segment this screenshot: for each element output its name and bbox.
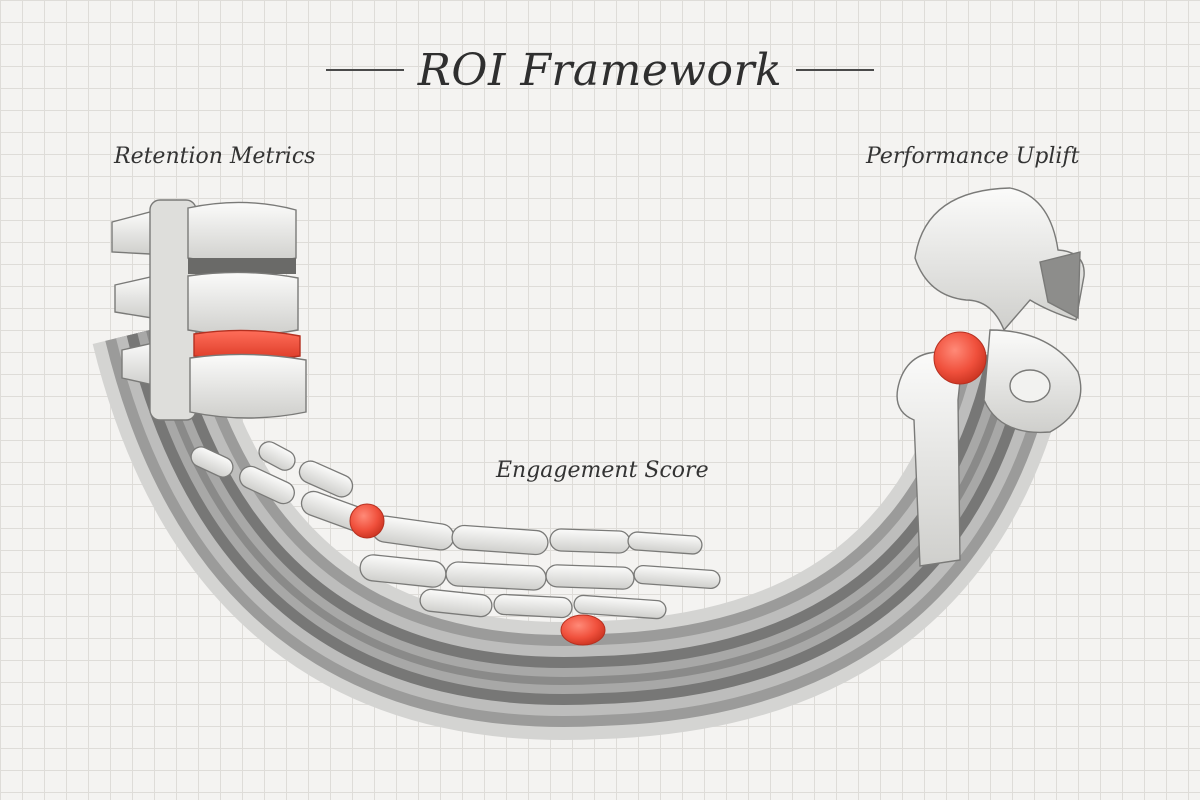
hand-illustration	[190, 441, 721, 620]
hip-illustration	[896, 187, 1085, 567]
title-block: ROI Framework	[0, 30, 1200, 110]
label-engagement-score: Engagement Score	[496, 458, 709, 483]
joint-highlight-hip	[933, 331, 987, 385]
label-performance-uplift: Performance Uplift	[866, 144, 1080, 169]
spine-illustration	[111, 199, 307, 421]
label-retention-metrics: Retention Metrics	[114, 144, 316, 169]
page-title: ROI Framework	[417, 44, 783, 96]
joint-highlight-band	[560, 614, 606, 646]
joint-highlight-knuckle	[349, 503, 385, 539]
title-rule-left	[325, 69, 404, 71]
title-rule-right	[796, 69, 875, 71]
